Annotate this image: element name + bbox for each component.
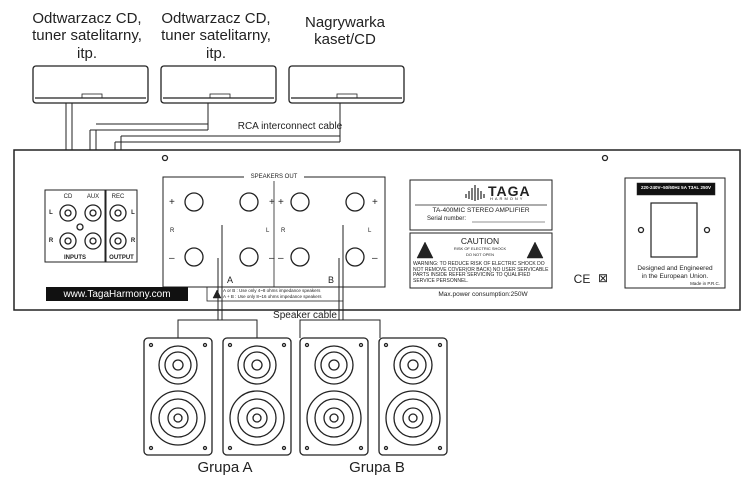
svg-text:+: +	[372, 197, 378, 208]
aux-jack-label: AUX	[86, 194, 100, 200]
caution-risk-2: DO NOT OPEN	[466, 252, 494, 257]
rca-cable-label: RCA interconnect cable	[237, 121, 343, 132]
speaker-a1	[143, 337, 213, 456]
ce-mark: CE	[573, 272, 591, 286]
brand-sub: HARMONY	[490, 196, 525, 201]
caution-warning-text: WARNING: TO REDUCE RISK OF ELECTRIC SHOC…	[413, 261, 549, 284]
svg-text:–: –	[169, 253, 175, 264]
caution-title: CAUTION	[460, 236, 500, 246]
output-r-label: R	[130, 238, 136, 244]
impedance-note-1: A or B : Use only 4~8 ohms impedance spe…	[223, 288, 321, 293]
model-label: TA-400MIC STEREO AMPLIFIER	[432, 207, 530, 214]
caution-risk-1: RISK OF ELECTRIC SHOCK	[453, 246, 507, 251]
svg-text:–: –	[269, 253, 275, 264]
svg-text:+: +	[269, 197, 275, 208]
svg-text:R: R	[170, 228, 175, 234]
website-badge: www.TagaHarmony.com	[46, 287, 188, 301]
source-device-1	[32, 65, 149, 104]
speaker-b1	[299, 337, 369, 456]
source-1-label: Odtwarzacz CD,tuner satelitarny,itp.	[32, 10, 142, 62]
svg-text:R: R	[281, 228, 286, 234]
source-2-label: Odtwarzacz CD,tuner satelitarny,itp.	[161, 10, 271, 62]
designed-label-2: in the European Union.	[641, 273, 709, 280]
power-consumption-label: Max.power consumption:250W	[438, 291, 528, 298]
cd-jack-label: CD	[63, 194, 73, 200]
speaker-cable-label: Speaker cable	[273, 310, 337, 321]
group-a-label: Grupa A	[197, 459, 253, 476]
serial-label: Serial number:	[427, 216, 467, 222]
source-device-2	[160, 65, 277, 104]
recorder-device	[288, 65, 405, 104]
svg-text:L: L	[368, 228, 372, 234]
made-in-label: Made in P.R.C.	[690, 281, 720, 286]
svg-text:+: +	[169, 197, 175, 208]
weee-icon: ⊠	[597, 271, 609, 285]
brand-logo: TAGA	[488, 183, 531, 199]
speaker-a2	[222, 337, 292, 456]
impedance-note-2: A + B : Use only 8~16 ohms impedance spe…	[223, 294, 322, 299]
rec-jack-label: REC	[111, 194, 125, 200]
speaker-b2	[378, 337, 448, 456]
svg-text:+: +	[278, 197, 284, 208]
output-label: OUTPUT	[109, 255, 134, 261]
svg-text:L: L	[266, 228, 270, 234]
svg-text:–: –	[372, 253, 378, 264]
output-l-label: L	[131, 210, 135, 216]
group-a-terminal: A	[226, 275, 233, 285]
svg-text:–: –	[278, 253, 284, 264]
power-spec-label: 220-240V~50/60Hz 5A T3AL 250V	[641, 185, 711, 190]
group-b-label: Grupa B	[349, 459, 405, 476]
input-r-label: R	[48, 238, 54, 244]
designed-label-1: Designed and Engineered	[637, 265, 713, 272]
group-b-terminal: B	[327, 275, 334, 285]
inputs-label: INPUTS	[63, 255, 86, 261]
input-l-label: L	[49, 210, 53, 216]
amplifier-chassis	[13, 149, 741, 311]
speakers-out-title: SPEAKERS OUT	[244, 174, 304, 181]
